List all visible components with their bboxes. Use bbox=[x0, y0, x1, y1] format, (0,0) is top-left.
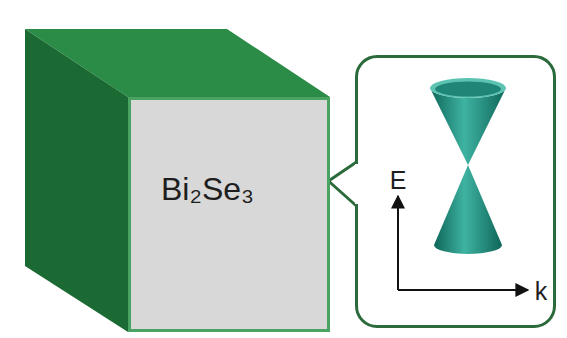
upper-cone-inner bbox=[435, 82, 501, 97]
crystal-face: Bi₂Se₃ bbox=[128, 97, 330, 332]
dirac-cone bbox=[430, 78, 506, 254]
cube-side-face bbox=[25, 29, 128, 332]
energy-axis bbox=[397, 196, 399, 290]
upper-cone-rim bbox=[430, 78, 506, 98]
tail-join-patch bbox=[355, 164, 359, 204]
axis-label: E bbox=[390, 168, 407, 193]
material-label: Bi₂Se₃ bbox=[161, 173, 254, 205]
callout-bubble: Ek bbox=[355, 55, 556, 328]
momentum-axis bbox=[398, 289, 528, 291]
lower-cone bbox=[434, 165, 502, 254]
axis-label: k bbox=[535, 279, 548, 304]
upper-cone bbox=[430, 88, 506, 165]
callout-tail bbox=[329, 162, 357, 206]
callout-fill bbox=[355, 55, 555, 328]
